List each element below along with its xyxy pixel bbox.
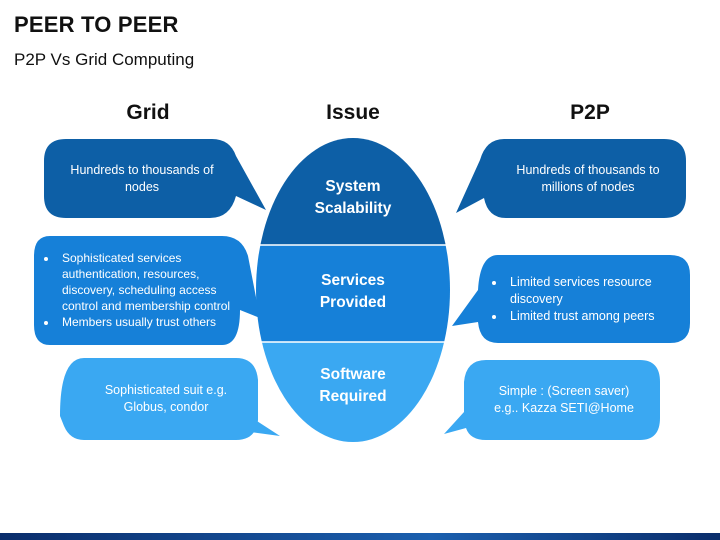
p2p-text-row1: Hundreds of thousands to millions of nod… bbox=[516, 163, 660, 194]
slide-subtitle: P2P Vs Grid Computing bbox=[14, 50, 195, 69]
column-header-p2p: P2P bbox=[570, 101, 610, 124]
column-header-grid: Grid bbox=[126, 101, 170, 124]
p2p-text-row3: Simple : (Screen saver) e.g.. Kazza SETI… bbox=[494, 384, 634, 415]
p2p-bullet-item: Limited trust among peers bbox=[506, 308, 684, 325]
grid-text-row1: Hundreds to thousands of nodes bbox=[70, 163, 214, 194]
grid-text-row3: Sophisticated suit e.g. Globus, condor bbox=[104, 383, 228, 414]
p2p-bullet-item: Limited services resource discovery bbox=[506, 274, 684, 308]
grid-text-row2: Sophisticated services authentication, r… bbox=[36, 244, 242, 336]
column-header-issue: Issue bbox=[326, 101, 380, 124]
grid-bullet-item: Members usually trust others bbox=[58, 314, 242, 330]
issue-label-services: Services Provided bbox=[319, 272, 387, 311]
footer-bar bbox=[0, 533, 720, 540]
slide-title: PEER TO PEER bbox=[14, 12, 179, 37]
oval-band-middle bbox=[256, 245, 450, 342]
issue-label-software: Software Required bbox=[319, 366, 387, 405]
p2p-text-row2: Limited services resource discovery Limi… bbox=[484, 262, 684, 336]
p2p-callout-row1 bbox=[456, 139, 686, 218]
p2p-callout-row2 bbox=[452, 255, 690, 343]
grid-bullet-item: Sophisticated services authentication, r… bbox=[58, 250, 242, 314]
issue-label-scalability: System Scalability bbox=[314, 178, 392, 217]
grid-callout-row3 bbox=[60, 358, 258, 440]
p2p-callout-row3 bbox=[444, 360, 660, 440]
p2p-bullet-list: Limited services resource discovery Limi… bbox=[484, 274, 684, 325]
grid-bullet-list: Sophisticated services authentication, r… bbox=[36, 250, 242, 330]
grid-callout-row1 bbox=[44, 139, 266, 218]
grid-callout-row2 bbox=[34, 236, 260, 345]
